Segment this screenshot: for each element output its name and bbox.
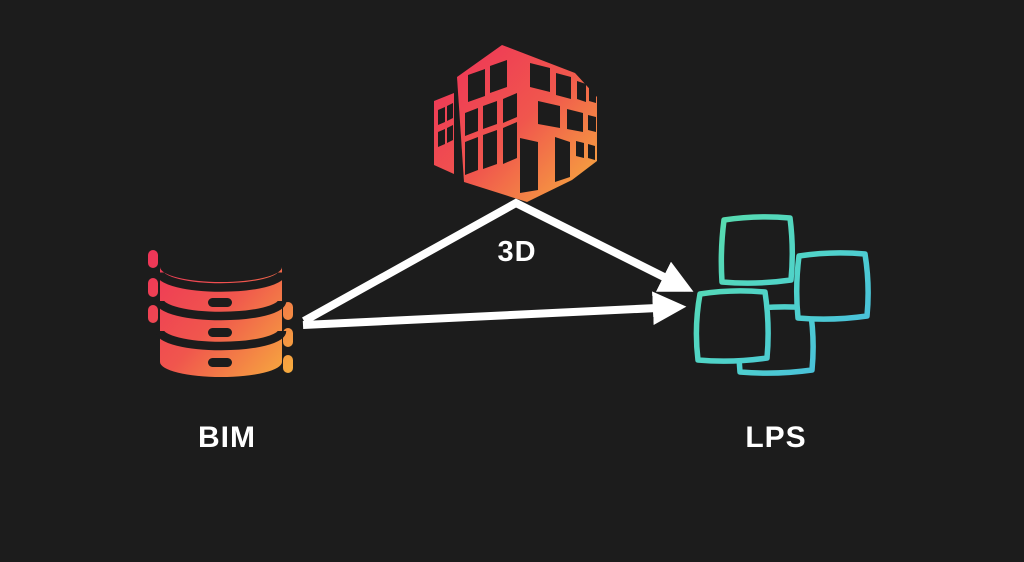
- building-3d-icon: [434, 45, 597, 202]
- label-lps: LPS: [745, 421, 807, 454]
- database-connector-pills: [148, 250, 293, 373]
- arrow-bim-via-3d-to-lps: [302, 198, 694, 325]
- sticky-note-top-right: [793, 250, 871, 322]
- arrow-bim-to-lps: [302, 291, 687, 329]
- lps-sticky-notes-icon: [693, 214, 871, 376]
- building-windows: [438, 60, 596, 193]
- bim-database-icon: [148, 250, 293, 377]
- sticky-note-top-left: [718, 214, 796, 286]
- label-3d: 3D: [497, 236, 537, 268]
- label-bim: BIM: [198, 421, 256, 454]
- database-cylinder: [155, 267, 287, 377]
- sticky-note-bottom-left: [693, 288, 771, 364]
